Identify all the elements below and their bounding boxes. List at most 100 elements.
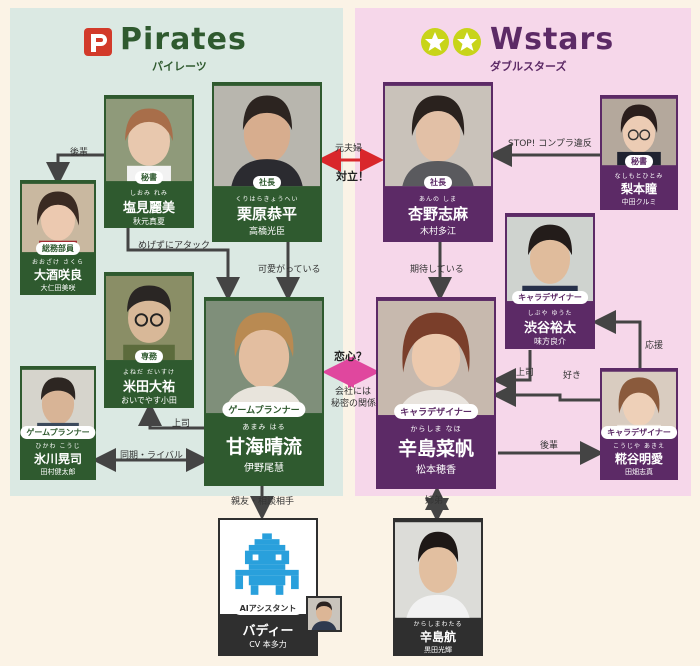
name-ozake: 大酒咲良 xyxy=(33,268,82,282)
ruby-ozake: おおざけ さくら xyxy=(32,259,84,266)
actor-shiomi: 秋元真夏 xyxy=(133,217,165,226)
card-karashima[interactable]: キャラデザイナー からしま なほ 辛島菜帆 松本穂香 xyxy=(376,297,496,489)
wstars-subtitle: ダブルスターズ xyxy=(490,60,567,73)
portrait-karashima xyxy=(378,300,494,416)
portrait-shiomi xyxy=(106,98,192,182)
portrait-amami xyxy=(206,300,322,414)
name-koujiya: 糀谷明愛 xyxy=(614,452,663,466)
portrait-nashimoto xyxy=(602,98,676,166)
actor-shibuya: 味方良介 xyxy=(534,337,566,346)
card-koujiya[interactable]: キャラデザイナー こうじや あきえ 糀谷明愛 田畑志真 xyxy=(600,368,678,480)
label-joushi-yoneda: 上司 xyxy=(172,419,191,429)
portrait-yoneda xyxy=(106,275,192,361)
card-kurihara[interactable]: 社長 くりはらきょうへい 栗原恭平 高橋光臣 xyxy=(212,82,322,242)
ruby-amami: あまみ はる xyxy=(242,423,286,431)
name-yoneda: 米田大祐 xyxy=(122,380,175,395)
actor-amami: 伊野尾慧 xyxy=(244,463,284,474)
pirates-subtitle: パイレーツ xyxy=(152,60,207,73)
card-yoneda[interactable]: 専務 よねだ だいすけ 米田大祐 おいでやす小田 xyxy=(104,272,194,408)
portrait-honda xyxy=(311,601,337,630)
card-buddy[interactable]: AIアシスタント バディー CV 本多力 xyxy=(218,518,318,656)
pirates-logo: Pirates パイレーツ xyxy=(82,22,302,74)
label-kitai: 期待している xyxy=(410,265,464,275)
actor-wataru: 黒田光輝 xyxy=(424,646,452,654)
actor-kurihara: 高橋光臣 xyxy=(248,227,285,237)
portrait-anno xyxy=(385,85,491,187)
label-douki: 同期・ライバル xyxy=(120,451,183,461)
card-ozake[interactable]: 総務部員 おおざけ さくら 大酒咲良 大仁田美咲 xyxy=(20,180,96,295)
card-hikawa[interactable]: ゲームプランナー ひかわ こうじ 氷川晃司 田村健太郎 xyxy=(20,366,96,480)
ruby-shibuya: しぶや ゆうた xyxy=(527,310,573,317)
wstars-logo: Wstars ダブルスターズ xyxy=(420,22,640,74)
role-shiomi: 秘書 xyxy=(135,171,163,184)
card-wataru[interactable]: からしまわたる 辛島航 黒田光輝 xyxy=(393,518,483,656)
portrait-kurihara xyxy=(214,85,320,187)
ruby-kurihara: くりはらきょうへい xyxy=(235,196,299,203)
label-joushi-shibuya: 上司 xyxy=(516,368,535,378)
ruby-karashima: からしま なほ xyxy=(410,425,462,433)
ruby-yoneda: よねだ だいすけ xyxy=(123,369,175,376)
ship-icon xyxy=(84,28,112,56)
card-shiomi[interactable]: 秘書 しおみ れみ 塩見麗美 秋元真夏 xyxy=(104,95,194,228)
role-hikawa: ゲームプランナー xyxy=(20,426,96,439)
buddy-voice-inset xyxy=(306,596,342,632)
name-shibuya: 渋谷裕太 xyxy=(523,321,576,336)
card-amami[interactable]: ゲームプランナー あまみ はる 甘海晴流 伊野尾慧 xyxy=(204,297,324,486)
role-ozake: 総務部員 xyxy=(36,242,80,255)
actor-yoneda: おいでやす小田 xyxy=(121,396,177,405)
ruby-shiomi: しおみ れみ xyxy=(130,190,168,197)
role-karashima: キャラデザイナー xyxy=(394,404,478,419)
actor-karashima: 松本穂香 xyxy=(416,465,456,476)
portrait-wataru xyxy=(395,522,481,618)
label-kouhai-koujiya: 後輩 xyxy=(540,441,559,451)
name-wataru: 辛島航 xyxy=(419,630,456,644)
name-nashimoto: 梨本瞳 xyxy=(620,182,657,196)
role-anno: 社長 xyxy=(424,176,452,189)
ruby-hikawa: ひかわ こうじ xyxy=(35,443,81,450)
name-buddy: バディー xyxy=(242,624,294,639)
label-kouhai-ozake: 後輩 xyxy=(70,148,89,158)
label-kyoudai: 姉弟 xyxy=(425,496,444,506)
role-nashimoto: 秘書 xyxy=(625,155,653,168)
role-yoneda: 専務 xyxy=(135,350,163,363)
role-shibuya: キャラデザイナー xyxy=(512,291,588,304)
label-ouen: 応援 xyxy=(645,341,664,351)
ruby-nashimoto: なしもとひとみ xyxy=(614,173,664,180)
ruby-wataru: からしまわたる xyxy=(413,621,463,628)
wstars-title: Wstars xyxy=(490,22,615,57)
pirates-title: Pirates xyxy=(120,22,247,57)
label-stop: STOP! コンプラ違反 xyxy=(508,139,592,149)
name-kurihara: 栗原恭平 xyxy=(236,205,297,223)
label-motofuufu: 元夫婦 xyxy=(335,144,363,154)
actor-nashimoto: 中田クルミ xyxy=(621,198,657,206)
actor-anno: 木村多江 xyxy=(419,227,456,237)
card-shibuya[interactable]: キャラデザイナー しぶや ゆうた 渋谷裕太 味方良介 xyxy=(505,213,595,349)
name-anno: 杏野志麻 xyxy=(407,205,468,223)
label-himitsu-2: 秘密の関係 xyxy=(331,399,377,409)
actor-koujiya: 田畑志真 xyxy=(625,468,653,476)
role-kurihara: 社長 xyxy=(253,176,281,189)
portrait-shibuya xyxy=(507,216,593,302)
label-suki: 好き xyxy=(563,371,582,381)
name-hikawa: 氷川晃司 xyxy=(33,452,82,466)
name-karashima: 辛島菜帆 xyxy=(397,438,474,460)
role-amami: ゲームプランナー xyxy=(222,402,306,417)
label-tairitsu: 対立！ xyxy=(336,170,369,183)
role-koujiya: キャラデザイナー xyxy=(601,426,677,439)
ruby-anno: あんの しま xyxy=(419,196,457,203)
actor-buddy: CV 本多力 xyxy=(249,640,287,649)
role-buddy: AIアシスタント xyxy=(233,602,303,615)
ruby-koujiya: こうじや あきえ xyxy=(613,443,665,450)
name-amami: 甘海晴流 xyxy=(225,436,302,458)
card-nashimoto[interactable]: 秘書 なしもとひとみ 梨本瞳 中田クルミ xyxy=(600,95,678,210)
label-megezu: めげずにアタック xyxy=(138,241,211,251)
card-anno[interactable]: 社長 あんの しま 杏野志麻 木村多江 xyxy=(383,82,493,242)
buddy-robot-icon xyxy=(220,521,316,613)
label-himitsu-1: 会社には xyxy=(335,387,372,397)
portrait-koujiya xyxy=(602,371,676,437)
label-shinyuu: 親友・相談相手 xyxy=(231,497,295,507)
actor-hikawa: 田村健太郎 xyxy=(40,468,76,476)
actor-ozake: 大仁田美咲 xyxy=(40,284,76,292)
label-kawaigatte: 可愛がっている xyxy=(258,265,321,275)
